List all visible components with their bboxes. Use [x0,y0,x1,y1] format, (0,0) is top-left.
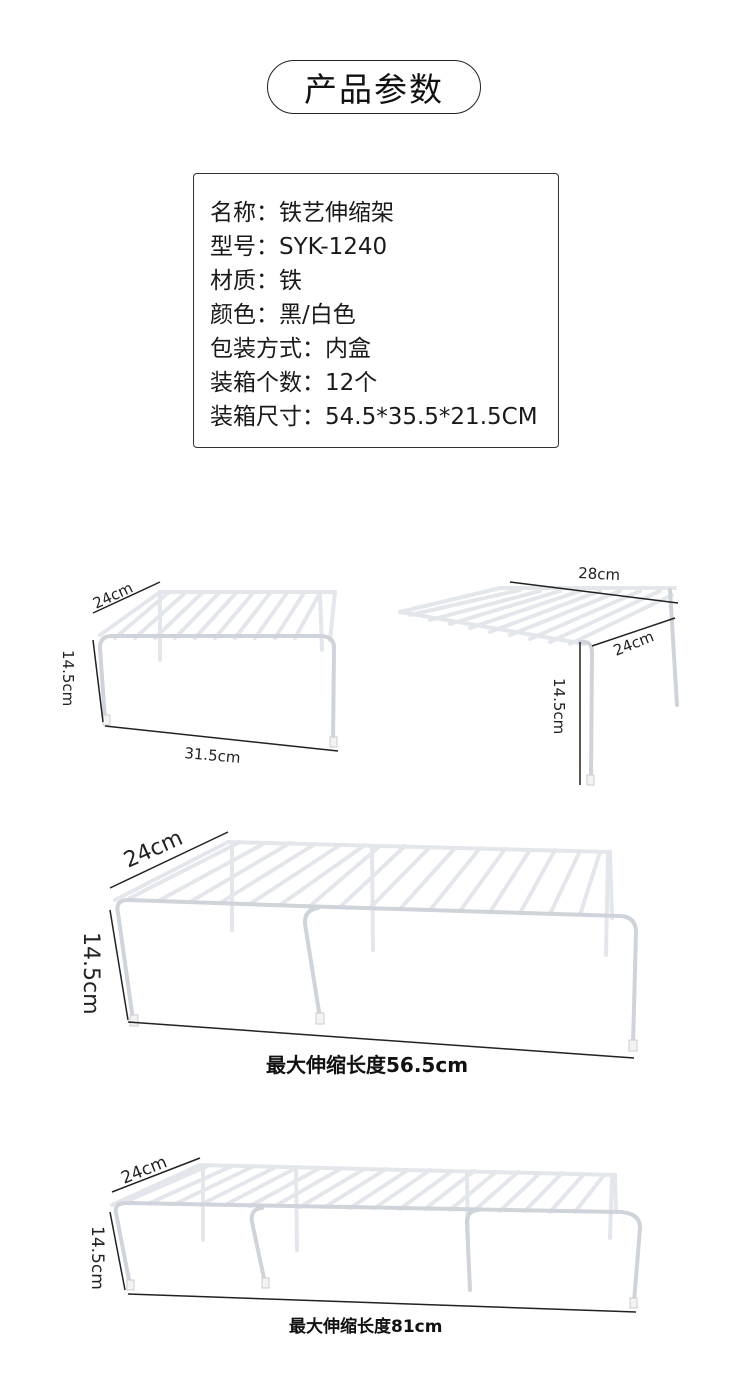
fig1-width-label: 31.5cm [184,744,242,767]
spec-value: 内盒 [325,336,371,362]
fig3-caption: 最大伸缩长度56.5cm [266,1053,468,1077]
spec-key: 装箱尺寸： [210,404,325,430]
shelf-diagram-extended-56: 24cm 14.5cm 最大伸缩长度56.5cm [78,826,639,1077]
spec-key: 材质： [210,268,279,294]
spec-value: 铁 [279,268,302,294]
fig2-width-label: 28cm [578,564,621,584]
shelf-diagram-side: 28cm 24cm 14.5cm [398,564,679,786]
fig2-height-label: 14.5cm [550,678,568,734]
shelf-diagram-extended-81: 24cm 14.5cm 最大伸缩长度81cm [87,1152,643,1337]
spec-value: 黑/白色 [279,302,356,328]
shelf-diagram-compact: 24cm 14.5cm 31.5cm [59,579,339,767]
spec-key: 名称： [210,200,279,226]
fig1-height-label: 14.5cm [59,650,77,706]
spec-row-model: 型号：SYK-1240 [210,230,558,264]
spec-key: 型号： [210,234,279,260]
spec-key: 颜色： [210,302,279,328]
fig3-height-label: 14.5cm [78,932,103,1015]
spec-value: 54.5*35.5*21.5CM [325,404,538,430]
spec-row-carton-size: 装箱尺寸：54.5*35.5*21.5CM [210,400,558,434]
spec-box: 名称：铁艺伸缩架 型号：SYK-1240 材质：铁 颜色：黑/白色 包装方式：内… [193,173,559,448]
fig1-depth-label: 24cm [90,579,136,613]
fig4-height-label: 14.5cm [87,1226,107,1290]
spec-row-material: 材质：铁 [210,264,558,298]
spec-value: 12个 [325,370,378,396]
spec-row-name: 名称：铁艺伸缩架 [210,196,558,230]
spec-key: 装箱个数： [210,370,325,396]
spec-value: SYK-1240 [279,234,388,260]
spec-value: 铁艺伸缩架 [279,200,394,226]
spec-key: 包装方式： [210,336,325,362]
spec-row-carton-qty: 装箱个数：12个 [210,366,558,400]
spec-row-packing: 包装方式：内盒 [210,332,558,366]
spec-row-color: 颜色：黑/白色 [210,298,558,332]
fig4-caption: 最大伸缩长度81cm [289,1316,442,1337]
section-title: 产品参数 [267,60,481,114]
